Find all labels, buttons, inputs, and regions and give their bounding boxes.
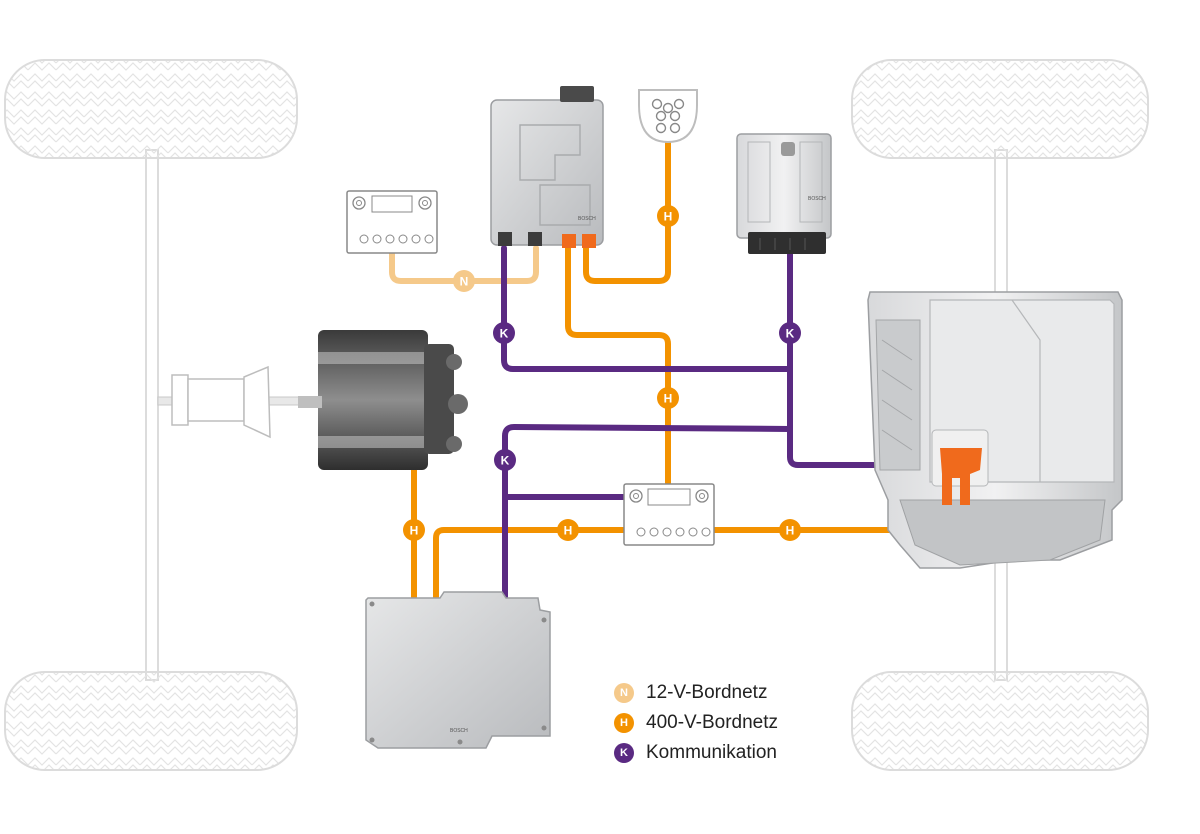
marker-h-label: H [786,524,795,538]
vcu-brand-label: BOSCH [808,196,826,202]
marker-k-label: K [500,327,509,341]
legend-dot-12v: N [614,683,634,703]
junction-box [623,483,715,546]
dcdc-brand-label: BOSCH [578,216,596,222]
legend-item-comm: K Kommunikation [614,738,778,768]
legend-dot-400v: H [614,713,634,733]
drive-shaft [157,365,309,439]
legend-item-12v: N 12-V-Bordnetz [614,678,778,708]
legend: N 12-V-Bordnetz H 400-V-Bordnetz K Kommu… [614,678,778,768]
wheel-front-right [851,59,1149,159]
marker-h-label: H [410,524,419,538]
marker-k-dcdc: K [493,322,515,344]
marker-h-axle: H [779,519,801,541]
marker-h-motor: H [403,519,425,541]
legend-label-12v: 12-V-Bordnetz [646,682,768,703]
legend-label-400v: 400-V-Bordnetz [646,712,779,733]
wire-400v-charger [583,139,671,284]
battery-12v [346,190,438,254]
marker-k-vcu: K [779,322,801,344]
wheel-rear-right [851,671,1149,771]
marker-h-label: H [564,524,573,538]
marker-k-lower: K [494,449,516,471]
wheel-front-left [4,59,298,159]
marker-k-label: K [501,454,510,468]
marker-h-label: H [664,210,673,224]
marker-n-label: N [460,275,469,289]
legend-label-comm: Kommunikation [646,742,777,763]
wire-comm-lower [502,424,793,600]
wire-comm-vcu [787,247,878,468]
legend-item-400v: H 400-V-Bordnetz [614,708,778,738]
battery-brand-label: BOSCH [450,728,468,734]
charging-socket [638,89,698,144]
marker-k-label: K [786,327,795,341]
marker-h-battery: H [557,519,579,541]
marker-n-12v: N [453,270,475,292]
e-axle [867,291,1123,569]
traction-battery: BOSCH [365,591,551,749]
wire-400v-battery-junction [433,527,627,600]
marker-h-charger: H [657,205,679,227]
marker-h-center: H [657,387,679,409]
legend-dot-comm: K [614,743,634,763]
wire-comm-upper [501,245,793,372]
wire-400v-dcdc [565,242,671,486]
dcdc-converter: BOSCH [490,86,604,248]
vehicle-control-unit: BOSCH [736,133,832,254]
electric-motor [298,330,468,470]
wheel-rear-left [4,671,298,771]
marker-h-label: H [664,392,673,406]
